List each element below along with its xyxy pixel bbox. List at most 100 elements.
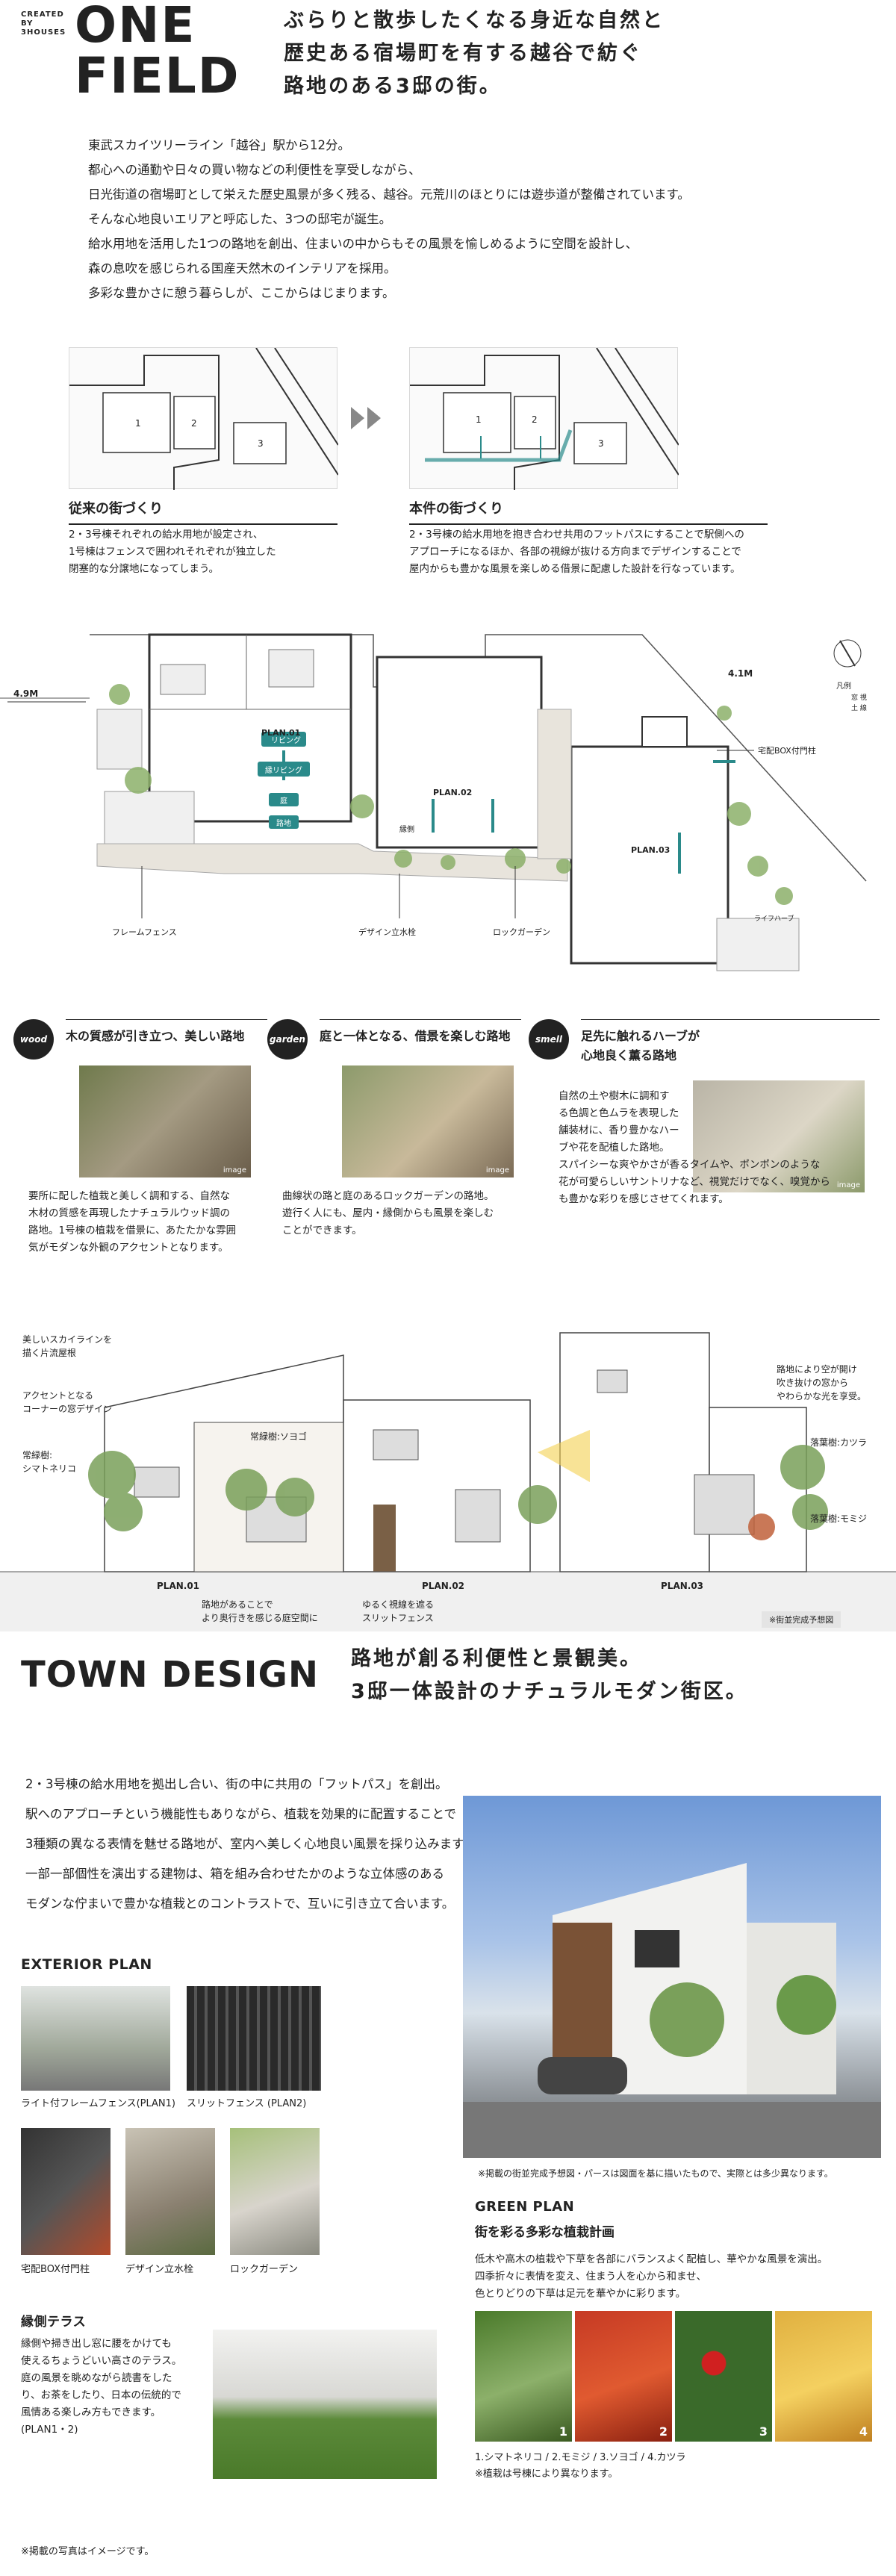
dimension-right: 4.1M: [728, 668, 753, 679]
note-sky-light: 路地により空が開け 吹き抜けの窓から やわらかな光を享受。: [777, 1364, 867, 1401]
garden-label: 庭: [280, 797, 287, 806]
town-design-headline: 路地が創る利便性と景観美。 3邸一体設計のナチュラルモダン街区。: [351, 1643, 748, 1708]
render-note: ※掲載の街並完成予想図・パースは図面を基に描いたもので、実際とは多少異なります。: [478, 2168, 833, 2179]
tree-number: 3: [759, 2424, 768, 2439]
feature-title: 木の質感が引き立つ、美しい路地: [66, 1029, 245, 1043]
plan01-label: PLAN.01: [261, 728, 301, 738]
text-line: 使えるちょうどいい高さのテラス。: [21, 2355, 182, 2367]
wood-pin-icon: wood: [13, 1019, 54, 1060]
plan03-label: PLAN.03: [631, 845, 671, 855]
text-line: 路地。1号棟の植栽を借景に、あたたかな雰囲: [28, 1225, 237, 1236]
text-line: 自然の土や樹木に調和す: [559, 1090, 670, 1102]
text-line: 曲線状の路と庭のあるロックガーデンの路地。: [282, 1190, 494, 1202]
wood-alley-photo: image: [79, 1065, 251, 1177]
town-render-image: [463, 1796, 881, 2158]
tree-number: 2: [659, 2424, 668, 2439]
image-tag: image: [836, 1181, 860, 1189]
text-line: 低木や高木の植栽や下草を各部にバランスよく配植し、華やかな風景を演出。: [475, 2253, 828, 2265]
delivery-box-label: 宅配BOX付門柱: [758, 746, 816, 756]
dimension-left: 4.9M: [13, 688, 39, 699]
text-line: 駅へのアプローチという機能性もありながら、植栽を効果的に配置することで: [25, 1807, 457, 1821]
feature-wood: wood 木の質感が引き立つ、美しい路地 image 要所に配した植栽と美しく調…: [13, 1019, 267, 1254]
note-tree-momiji: 落葉樹:モミジ: [810, 1513, 868, 1524]
slit-fence-photo: [187, 1986, 321, 2091]
note-tree-katsura: 落葉樹:カツラ: [810, 1437, 868, 1448]
legend-title: 凡例: [836, 682, 851, 691]
feature-text: 要所に配した植栽と美しく調和する、自然な 木材の質感を再現したナチュラルウッド調…: [28, 1188, 275, 1257]
water-faucet-label: デザイン立水栓: [358, 927, 416, 937]
living-label: リビング: [271, 737, 301, 745]
feature-text: 曲線状の路と庭のあるロックガーデンの路地。 遊行く人にも、屋内・縁側からも風景を…: [282, 1188, 529, 1239]
lot-3-label: 3: [258, 438, 264, 449]
text-line: ことができます。: [282, 1225, 362, 1236]
engawa-living-label: 縁リビング: [265, 767, 302, 775]
feature-smell: smell 足先に触れるハーブが 心地良く薫る路地 image 自然の土や樹木に…: [529, 1019, 880, 1205]
after-title: 本件の街づくり: [409, 498, 768, 525]
slit-fence-caption: スリットフェンス (PLAN2): [187, 2098, 307, 2109]
feature-text: 自然の土や樹木に調和す る色調と色ムラを表現した 舗装材に、香り豊かなハー ブや…: [559, 1088, 880, 1208]
exterior-plan-title: EXTERIOR PLAN: [21, 1956, 152, 1973]
intro-line: 都心への通勤や日々の買い物などの利便性を享受しながら、: [88, 163, 421, 177]
site-plan: 4.9M 4.1M 凡例 窓 視 土 線 PLAN.01 PLAN.02 PLA…: [0, 620, 896, 1001]
tree-photo-soyogo: 3: [675, 2311, 772, 2442]
tree-photo-shimatoneriko: 1: [475, 2311, 572, 2442]
intro-paragraph: 東武スカイツリーライン「越谷」駅から12分。 都心への通勤や日々の買い物などの利…: [88, 133, 760, 305]
feature-garden: garden 庭と一体となる、借景を楽しむ路地 image 曲線状の路と庭のある…: [267, 1019, 521, 1236]
rock-garden-caption: ロックガーデン: [230, 2264, 299, 2275]
note-corner-window: アクセントとなる コーナーの窓デザイン: [22, 1390, 113, 1414]
herb-label: ライフハーブ: [754, 915, 794, 923]
note-roof: 美しいスカイラインを 描く片流屋根: [22, 1334, 113, 1358]
tree-photo-momiji: 2: [575, 2311, 672, 2442]
headline-line: ぶらりと散歩したくなる身近な自然と: [284, 9, 665, 32]
image-tag: image: [223, 1166, 246, 1175]
text-line: 風情ある楽しみ方もできます。: [21, 2407, 161, 2418]
created-by-label: CREATED BY 3HOUSES: [21, 10, 66, 37]
frame-fence-caption: ライト付フレームフェンス(PLAN1): [21, 2098, 175, 2109]
lot-1-label: 1: [476, 414, 482, 425]
note-tree-shimatoneriko: 常緑樹: シマトネリコ: [22, 1450, 77, 1474]
tree-caption: 1.シマトネリコ / 2.モミジ / 3.ソヨゴ / 4.カツラ: [475, 2452, 686, 2463]
text-line: モダンな佇まいで豊かな植栽とのコントラストで、互いに引き立て合います。: [25, 1897, 455, 1911]
note-slit-fence: ゆるく視線を遮る スリットフェンス: [362, 1599, 435, 1623]
text-line: (PLAN1・2): [21, 2424, 78, 2436]
intro-line: 多彩な豊かさに憩う暮らしが、ここからはじまります。: [88, 286, 395, 300]
frame-fence-label: フレームフェンス: [112, 927, 177, 937]
text-line: る色調と色ムラを表現した: [559, 1107, 679, 1119]
tree-number: 4: [859, 2424, 868, 2439]
rock-garden-label: ロックガーデン: [493, 927, 550, 937]
after-description: 2・3号棟の給水用地を抱き合わせ共用のフットパスにすることで駅側への アプローチ…: [409, 526, 797, 578]
image-tag: image: [485, 1166, 509, 1175]
intro-line: 東武スカイツリーライン「越谷」駅から12分。: [88, 138, 350, 152]
terrace-title: 縁側テラス: [21, 2315, 87, 2330]
rock-garden-photo: [230, 2128, 320, 2255]
text-line: 1号棟はフェンスで囲われそれぞれが独立した: [69, 546, 276, 558]
text-line: 2・3号棟の給水用地を拠出し合い、街の中に共用の「フットパス」を創出。: [25, 1777, 448, 1791]
legend-item: 土 線: [851, 705, 867, 712]
tree-number: 1: [559, 2424, 567, 2439]
green-plan-title: GREEN PLAN: [475, 2199, 575, 2215]
note-garden-depth: 路地があることで より奥行きを感じる庭空間に: [202, 1599, 318, 1623]
frame-fence-photo: [21, 1986, 170, 2091]
garden-alley-photo: image: [342, 1065, 514, 1177]
arrow-right-icon: [351, 407, 381, 429]
green-plan-text: 低木や高木の植栽や下草を各部にバランスよく配植し、華やかな風景を演出。 四季折々…: [475, 2251, 878, 2303]
legend-items: 窓 視 土 線: [851, 693, 867, 714]
text-line: 一部一部個性を演出する建物は、箱を組み合わせたかのような立体感のある: [25, 1867, 444, 1881]
terrace-text: 縁側や掃き出し窓に腰をかけても 使えるちょうどいい高さのテラス。 庭の風景を眺め…: [21, 2336, 215, 2439]
logo-line-1: ONE: [75, 0, 196, 54]
town-design-body: 2・3号棟の給水用地を拠出し合い、街の中に共用の「フットパス」を創出。 駅へのア…: [25, 1770, 533, 1919]
brand-logo: ONE FIELD: [75, 0, 240, 102]
intro-line: 森の息吹を感じられる国産天然木のインテリアを採用。: [88, 261, 396, 276]
water-faucet-caption: デザイン立水栓: [125, 2264, 194, 2275]
feature-title: 足先に触れるハーブが 心地良く薫る路地: [581, 1029, 700, 1063]
text-line: ブや花を配植した路地。: [559, 1142, 670, 1154]
lot-1-label: 1: [135, 418, 141, 429]
legend-item: 窓 視: [851, 694, 867, 702]
text-line: 気がモダンな外観のアクセントとなります。: [28, 1242, 228, 1254]
note-tree-soyogo: 常緑樹:ソヨゴ: [250, 1431, 308, 1442]
garden-pin-icon: garden: [267, 1019, 308, 1060]
intro-line: 給水用地を活用した1つの路地を創出、住まいの中からもその風景を愉しめるように空間…: [88, 237, 638, 251]
before-plan-diagram: 1 2 3: [69, 347, 339, 490]
text-line: 四季折々に表情を変え、住まう人を心から和ませ、: [475, 2271, 707, 2283]
town-design-title: TOWN DESIGN: [21, 1654, 320, 1696]
